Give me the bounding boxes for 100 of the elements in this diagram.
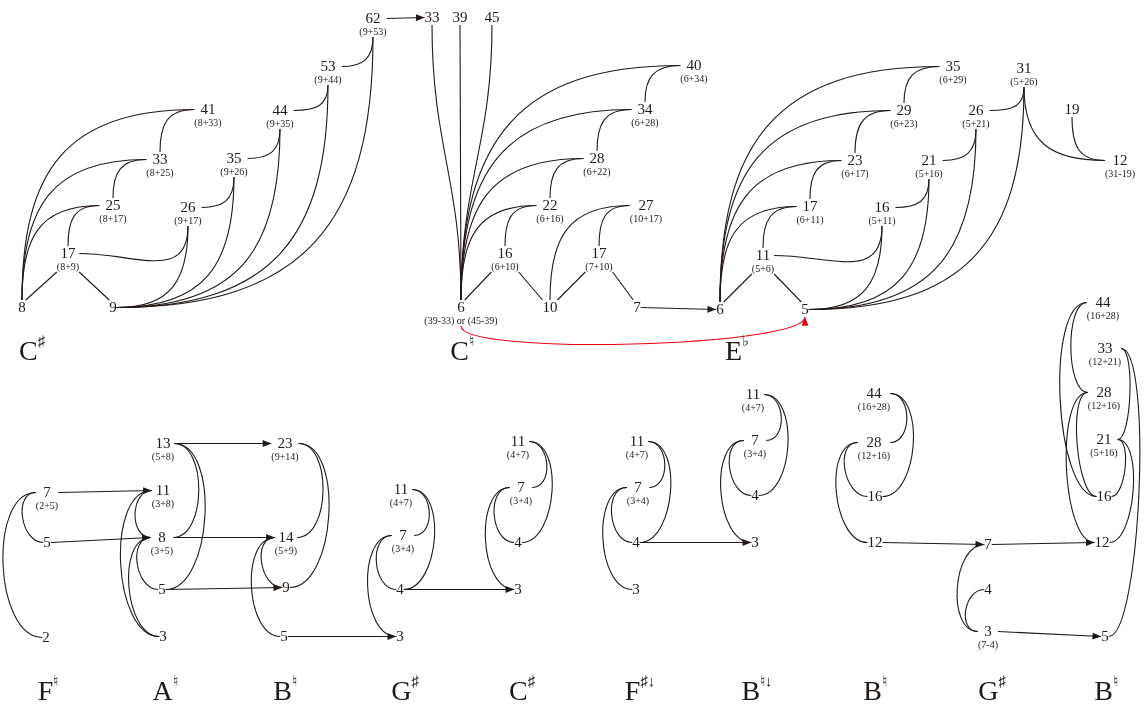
- sum-text: (8+25): [146, 167, 174, 178]
- sum-text: (6+17): [841, 168, 869, 179]
- number-text: 4: [751, 488, 759, 503]
- number-text: 3: [396, 629, 404, 644]
- number-text: 9: [109, 300, 117, 315]
- number-text: 6: [457, 300, 465, 315]
- sum-text: (2+5): [35, 500, 59, 511]
- sum-text: (6+22): [583, 166, 611, 177]
- sum-text: (6+29): [939, 74, 967, 85]
- number-text: 12: [867, 535, 883, 550]
- sum-text: (4+7): [741, 402, 765, 413]
- connector-curve: [843, 441, 869, 498]
- sum-text: (3+4): [509, 495, 533, 506]
- number-text: 27: [638, 198, 654, 213]
- number-text: 4: [984, 582, 992, 597]
- sum-text: (9+17): [174, 215, 202, 226]
- connector-curve: [1117, 347, 1131, 441]
- sum-text: (9+14): [271, 451, 299, 462]
- number-text: 33: [152, 152, 168, 167]
- pitch-label: C$^{♯}$: [508, 676, 536, 706]
- number-text: 9: [282, 580, 290, 595]
- connector-curve: [375, 534, 397, 591]
- number-text: 7: [517, 480, 525, 495]
- pitch-label: F$^{♯↓}$: [624, 676, 656, 706]
- number-text: 7: [43, 485, 51, 500]
- number-text: 4: [632, 535, 640, 550]
- sum-text: (5+16): [1090, 447, 1118, 458]
- number-text: 17: [591, 246, 607, 261]
- connector-curve: [1070, 301, 1089, 394]
- connector-curve: [835, 441, 869, 544]
- number-text: 17: [802, 199, 818, 214]
- pitch-label: F$^{♮}$: [37, 676, 59, 706]
- number-text: 2: [42, 630, 50, 645]
- number-text: 11: [745, 387, 761, 402]
- connector-curve: [136, 536, 159, 591]
- number-text: 11: [155, 483, 171, 498]
- connector-curve: [556, 271, 586, 301]
- number-text: 7: [984, 537, 992, 552]
- connector-curve: [521, 440, 553, 544]
- number-text: 6: [716, 302, 724, 317]
- number-text: 22: [542, 198, 558, 213]
- sum-text: (39-33) or (45-39): [424, 315, 498, 326]
- connector-curve: [1108, 438, 1135, 544]
- sum-text: (12+21): [1088, 356, 1122, 367]
- sum-text: (12+16): [1087, 400, 1121, 411]
- sum-text: (3+4): [626, 495, 650, 506]
- connector-curve: [367, 534, 397, 638]
- sum-text: (31-19): [1105, 168, 1135, 179]
- number-text: 35: [945, 59, 961, 74]
- number-text: 28: [589, 151, 605, 166]
- sum-text: (16+28): [1086, 310, 1120, 321]
- connector-curve: [250, 536, 281, 638]
- sum-text: (8+9): [56, 261, 80, 272]
- pitch-label: B$^{♮}$: [273, 676, 297, 706]
- number-text: 8: [18, 300, 26, 315]
- sum-text: (5+21): [962, 118, 990, 129]
- number-text: 4: [514, 535, 522, 550]
- connector-curve: [773, 273, 802, 303]
- sum-text: (3+5): [150, 545, 174, 556]
- number-text: 13: [155, 436, 171, 451]
- arrow: [173, 440, 272, 447]
- pitch-label: B$^{♮↓}$: [741, 676, 773, 706]
- number-text: 7: [399, 528, 407, 543]
- number-text: 17: [60, 246, 76, 261]
- connector-curve: [719, 65, 940, 303]
- number-text: 8: [158, 530, 166, 545]
- number-text: 11: [755, 248, 771, 263]
- pitch-label: A$^{♮}$: [152, 676, 178, 706]
- number-text: 62: [365, 11, 381, 26]
- connector-curve: [610, 486, 633, 544]
- connector-curve: [464, 271, 492, 301]
- pitch-label: B$^{♮}$: [863, 676, 887, 706]
- pitch-label: B$^{♮}$: [1094, 676, 1118, 706]
- number-text: 5: [280, 629, 288, 644]
- number-text: 28: [1096, 385, 1112, 400]
- number-text: 45: [484, 10, 500, 25]
- sum-text: (9+35): [266, 118, 294, 129]
- pitch-label: C$^{♮}$: [450, 336, 474, 366]
- number-text: 41: [200, 102, 216, 117]
- arrow: [403, 586, 515, 593]
- number-text: 7: [751, 433, 759, 448]
- number-text: 5: [158, 582, 166, 597]
- connector-curve: [289, 442, 330, 589]
- connector-curve: [647, 440, 666, 489]
- connector-curve: [728, 439, 752, 497]
- sum-text: (5+26): [1010, 76, 1038, 87]
- pitch-label: G$^{♯}$: [978, 676, 1006, 706]
- number-text: 25: [105, 198, 121, 213]
- connector-curve: [598, 204, 631, 247]
- sum-text: (6+23): [890, 118, 918, 129]
- connector-curve: [720, 439, 752, 544]
- pitch-label: E$^{♭}$: [724, 336, 750, 366]
- connector-curve: [78, 271, 110, 301]
- sum-text: (4+7): [389, 497, 413, 508]
- sum-text: (7+10): [585, 261, 613, 272]
- number-text: 5: [43, 535, 51, 550]
- number-text: 44: [272, 103, 288, 118]
- number-text: 44: [866, 386, 882, 401]
- sum-text: (6+28): [631, 117, 659, 128]
- sum-text: (9+26): [220, 166, 248, 177]
